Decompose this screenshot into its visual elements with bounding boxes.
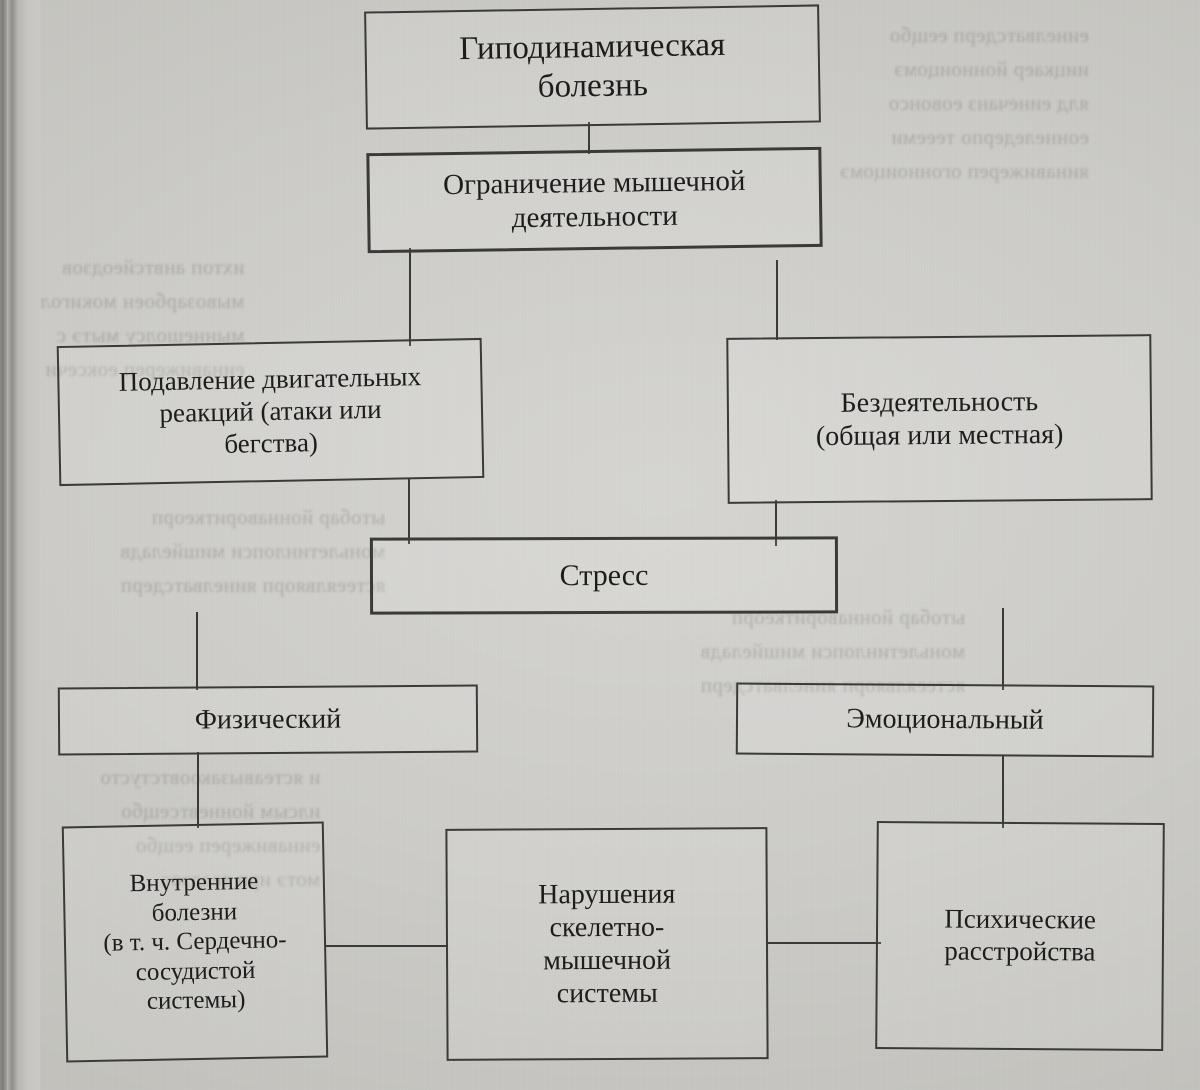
connector-n9-n10 — [766, 942, 881, 944]
node-label-line3: мышечной — [543, 944, 672, 977]
node-label-line3: бегства) — [224, 427, 319, 459]
node-label-line2: (общая или местная) — [815, 418, 1064, 453]
node-label-line1: Подавление двигательных — [118, 361, 422, 398]
node-label-line1: Гиподинамическая — [458, 26, 726, 68]
node-muscle-limitation: Ограничение мышечной деятельности — [366, 146, 823, 254]
node-label-line2: болезнь — [537, 67, 649, 105]
connector-n1-n2 — [588, 122, 590, 154]
node-mental-disorders: Психические расстройства — [875, 820, 1165, 1052]
connector-n8-n9 — [326, 945, 448, 947]
node-physical: Физический — [57, 684, 479, 756]
bleed-through-text-top-right: еинелватсдерп еещбо иицкаер йонноицомэ я… — [840, 23, 1089, 183]
node-emotional: Эмоциональный — [735, 682, 1155, 758]
book-spine-shadow — [0, 0, 7, 1090]
node-label-line2: деятельности — [511, 199, 678, 235]
node-label-line1: Внутренние — [129, 868, 259, 898]
node-label-line2: болезни — [151, 897, 238, 927]
connector-n7-n10 — [1002, 756, 1004, 828]
node-label-line1: Психические — [944, 903, 1097, 935]
node-label-line1: Нарушения — [538, 878, 676, 911]
node-label-line4: системы — [556, 977, 658, 1010]
node-label-line5: системы) — [146, 986, 246, 1016]
connector-n3-n5 — [408, 478, 410, 544]
node-label-line1: Ограничение мышечной — [442, 164, 746, 201]
node-label-line1: Бездеятельность — [840, 386, 1039, 419]
node-musculoskeletal-disorders: Нарушения скелетно- мышечной системы — [445, 827, 769, 1061]
node-hypodynamic-disease: Гиподинамическая болезнь — [364, 4, 821, 130]
node-suppression-of-motor-reactions: Подавление двигательных реакций (атаки и… — [56, 337, 485, 487]
bleed-through-text-middle: ытобар йоннавориткеорп моньлетинлопси ми… — [120, 505, 386, 597]
connector-n4-n5 — [775, 500, 777, 546]
node-stress: Стресс — [369, 536, 839, 615]
node-label-line4: сосудистой — [135, 956, 256, 986]
node-label-line1: Эмоциональный — [846, 703, 1044, 737]
node-label-line3: (в т. ч. Сердечно- — [103, 926, 287, 958]
node-label-line2: расстройства — [944, 935, 1096, 967]
connector-n5-n6 — [196, 612, 198, 690]
connector-n2-n3 — [409, 248, 411, 346]
connector-n5-n7 — [1002, 608, 1004, 690]
node-label-line2: скелетно- — [549, 911, 665, 944]
node-inactivity: Бездеятельность (общая или местная) — [726, 334, 1153, 504]
node-label-line1: Стресс — [559, 558, 649, 592]
node-label-line1: Физический — [194, 703, 342, 736]
node-internal-diseases: Внутренние болезни (в т. ч. Сердечно- со… — [61, 821, 329, 1063]
connector-n2-n4 — [776, 260, 778, 340]
connector-n6-n8 — [197, 752, 199, 828]
book-spine-gutter — [0, 0, 40, 1090]
